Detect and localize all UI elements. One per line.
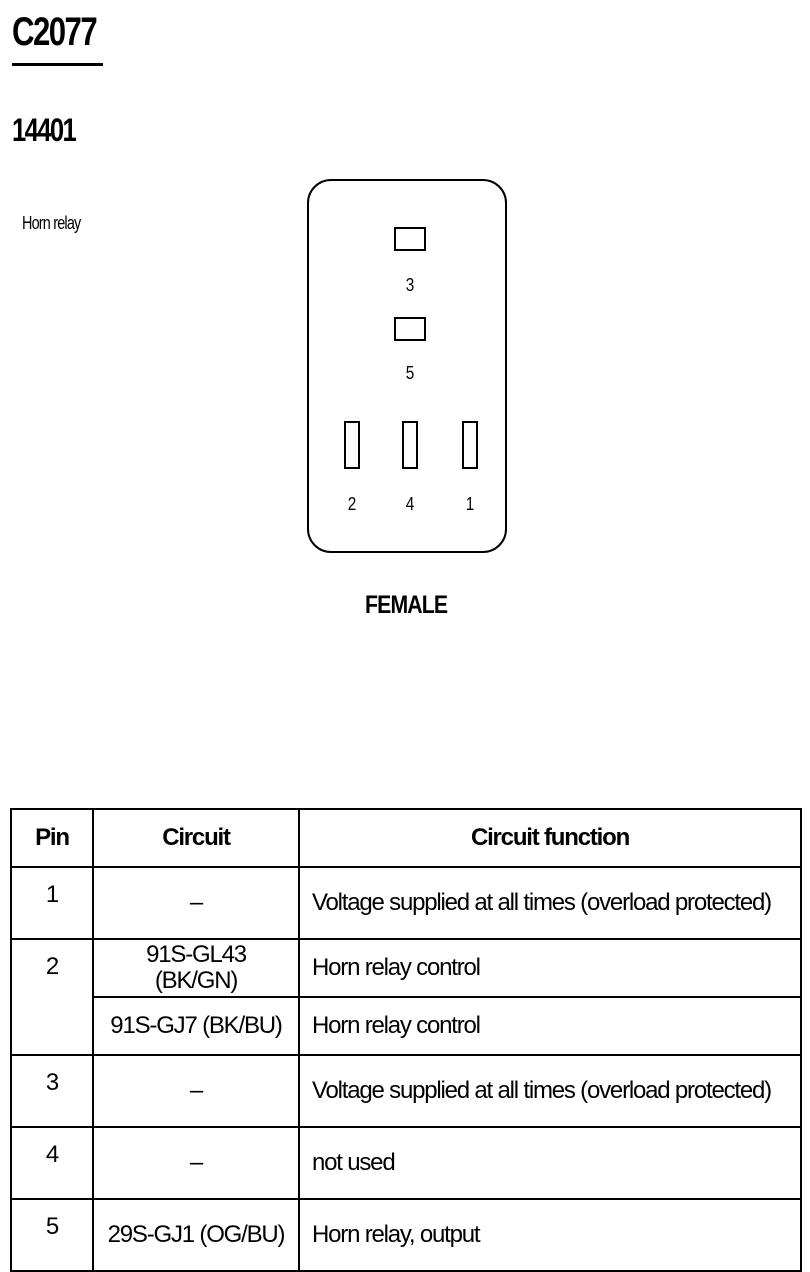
component-name: Horn relay [22,213,81,233]
cell-function: Voltage supplied at all times (overload … [298,866,802,940]
pin-2-slot [344,421,360,469]
table-row: 4 – not used [10,1126,802,1200]
cell-circuit: 91S-GL43 (BK/GN) [92,938,300,998]
cell-circuit: – [92,1054,300,1128]
cell-circuit: 29S-GJ1 (OG/BU) [92,1198,300,1272]
header-circuit-function: Circuit function [298,808,802,868]
cell-function: Horn relay, output [298,1198,802,1272]
cell-pin: 2 [10,938,94,1056]
pin-5-slot [394,317,426,341]
connector-id: C2077 [12,10,98,54]
table-row: 5 29S-GJ1 (OG/BU) Horn relay, output [10,1198,802,1272]
pin-5-label: 5 [405,363,415,383]
cell-circuit: – [92,1126,300,1200]
cell-circuit: 91S-GJ7 (BK/BU) [92,996,300,1056]
cell-function: Horn relay control [298,938,802,998]
header-circuit: Circuit [92,808,300,868]
table-row: 3 – Voltage supplied at all times (overl… [10,1054,802,1128]
pin-table: Pin Circuit Circuit function 1 – Voltage… [10,808,802,1272]
cell-pin: 5 [10,1198,94,1272]
table-header-row: Pin Circuit Circuit function [10,808,802,868]
table-row: 1 – Voltage supplied at all times (overl… [10,866,802,940]
cell-function: Horn relay control [298,996,802,1056]
cell-function: not used [298,1126,802,1200]
pin-2-label: 2 [347,494,357,514]
cell-function: Voltage supplied at all times (overload … [298,1054,802,1128]
cell-circuit: – [92,866,300,940]
connector-face: 3 5 2 4 1 [307,179,507,553]
pin-4-slot [402,421,418,469]
pin-3-slot [394,227,426,251]
cell-pin: 1 [10,866,94,940]
cell-pin: 3 [10,1054,94,1128]
cell-pin: 4 [10,1126,94,1200]
pin-1-label: 1 [465,494,475,514]
connector-id-underline [12,63,103,66]
table-row: 91S-GJ7 (BK/BU) Horn relay control [11,996,802,1056]
pin-1-slot [462,421,478,469]
table-row: 2 91S-GL43 (BK/GN) Horn relay control [10,938,802,1056]
header-pin: Pin [10,808,94,868]
part-number: 14401 [12,112,77,148]
connector-gender-label: FEMALE [365,591,448,619]
pin-3-label: 3 [405,275,415,295]
pin-4-label: 4 [405,494,415,514]
